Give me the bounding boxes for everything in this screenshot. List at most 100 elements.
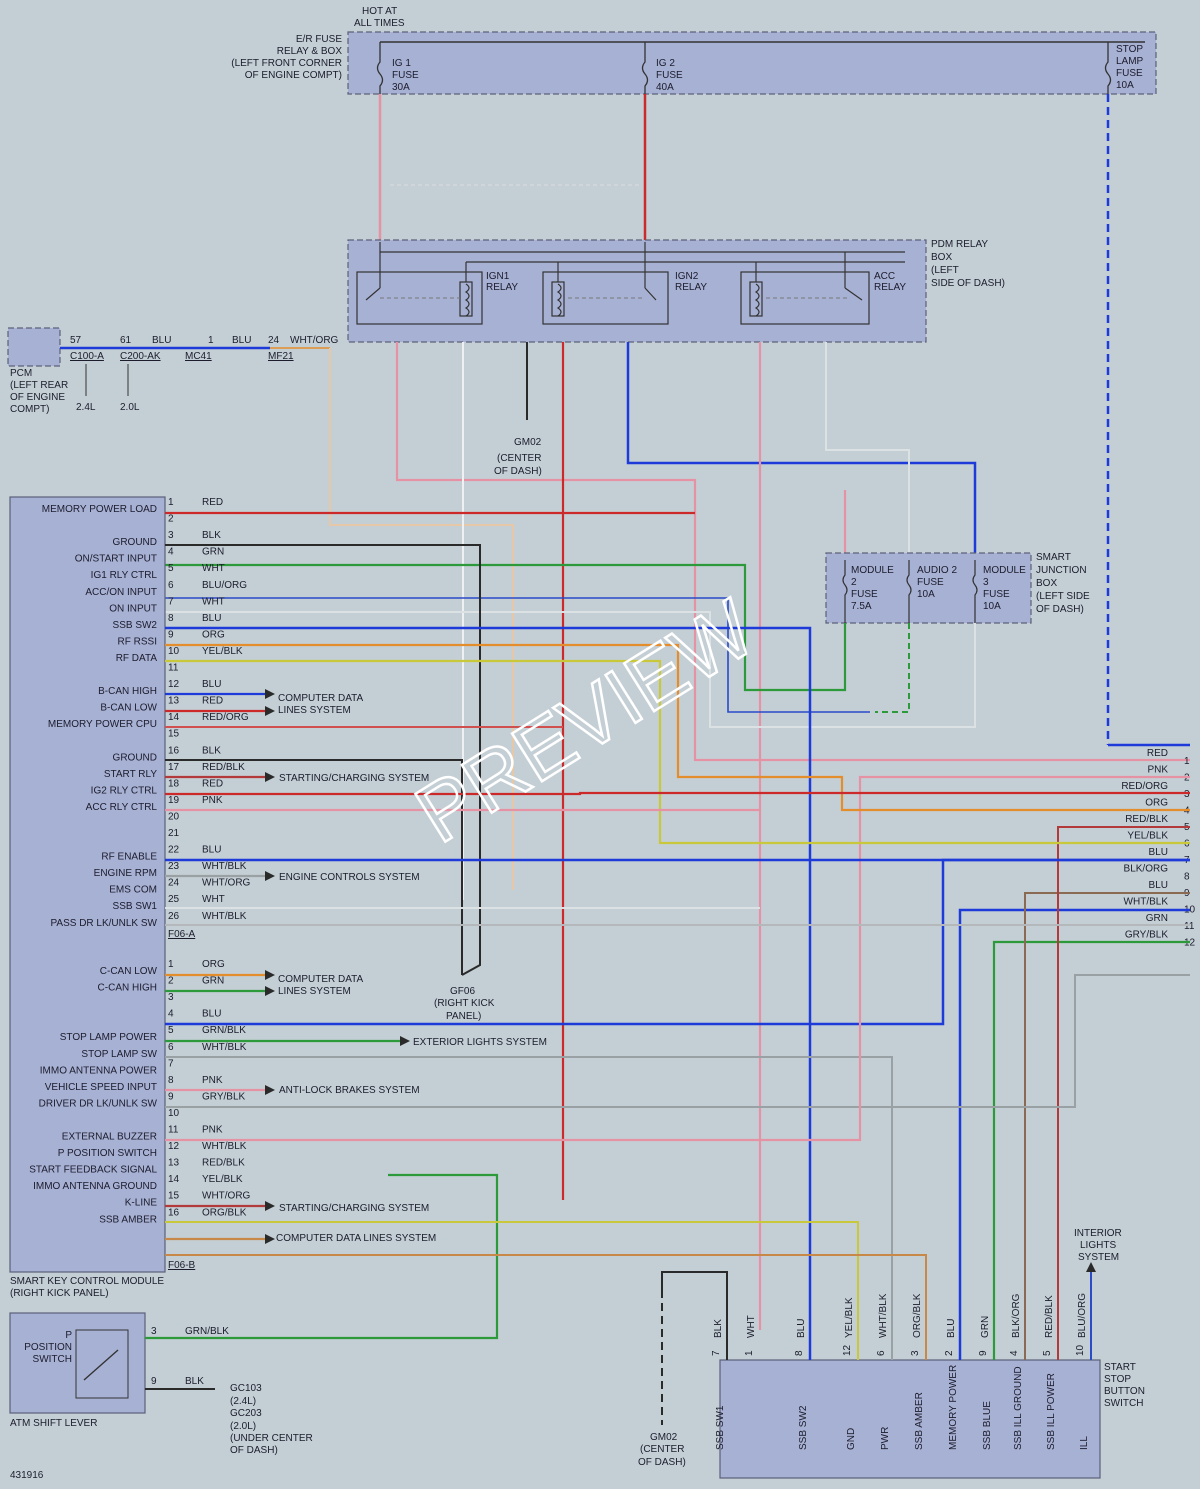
- ign1-label-2: RELAY: [486, 282, 518, 293]
- sjb-title-5: OF DASH): [1036, 604, 1084, 615]
- right-edge-pin-8: BLK/ORG 8: [1124, 864, 1190, 883]
- right-edge-color: BLK/ORG: [1124, 864, 1169, 875]
- pcm-pin-57: 57: [70, 335, 82, 346]
- right-edge-number: 8: [1184, 872, 1190, 883]
- skcm-b-pin-label: K-LINE: [125, 1198, 158, 1209]
- sjb-fuse-audio: AUDIO 2: [917, 565, 957, 576]
- ssb-pin-color: BLU/ORG: [1077, 1293, 1088, 1338]
- wire-org-blk-amber: [165, 1254, 927, 1360]
- wire-blk-ground-3: [165, 544, 481, 976]
- fuse-ig1-name: IG 1: [392, 58, 411, 69]
- right-edge-color: PNK: [1147, 765, 1168, 776]
- skcm-b-pin-label: SSB AMBER: [99, 1214, 157, 1225]
- skcm-b-pin-1: 1C-CAN LOW ORG: [100, 959, 225, 977]
- skcm-b-pin-label: P POSITION SWITCH: [58, 1148, 157, 1159]
- pcm-wht-org: WHT/ORG: [290, 335, 339, 346]
- conn-f06a: F06-A: [168, 929, 196, 940]
- conn-f06b: F06-B: [168, 1260, 196, 1271]
- ssb-pin-function: SSB SW2: [798, 1405, 809, 1450]
- ssb-pin-function: SSB ILL POWER: [1046, 1373, 1057, 1450]
- ssb-pin-color: BLU: [946, 1319, 957, 1338]
- skcm-a-pin-number: 10: [168, 646, 180, 657]
- right-edge-color: BLU: [1149, 880, 1168, 891]
- wire-wht-blk-pwr: [165, 1056, 893, 1360]
- ssb-title-3: BUTTON: [1104, 1386, 1145, 1397]
- ssb-pin-function: SSB BLUE: [982, 1401, 993, 1450]
- skcm-b-pin-label: C-CAN LOW: [100, 966, 158, 977]
- skcm-a-pin-color: RED: [202, 497, 223, 508]
- ssb-pin-number: 9: [978, 1350, 989, 1356]
- skcm-a-pin-label: EMS COM: [109, 885, 157, 896]
- skcm-a-pin-label: ON INPUT: [109, 603, 157, 614]
- skcm-a-pin-label: B-CAN HIGH: [98, 686, 157, 697]
- skcm-a-pin-label: START RLY: [104, 769, 157, 780]
- ssb-pin-color: WHT/BLK: [878, 1293, 889, 1338]
- pdm-title-4: SIDE OF DASH): [931, 278, 1005, 289]
- skcm-b-pin-color: WHT/ORG: [202, 1191, 251, 1202]
- system-starting: STARTING/CHARGING SYSTEM: [279, 773, 429, 784]
- gc-label-6: OF DASH): [230, 1445, 278, 1456]
- skcm-a-pin-label: IG2 RLY CTRL: [91, 785, 158, 796]
- wire-blk-org-ill-gnd: [1024, 892, 1190, 1360]
- ssb-title: START: [1104, 1362, 1136, 1373]
- pcm-title-4: COMPT): [10, 404, 49, 415]
- skcm-b-pin-label: VEHICLE SPEED INPUT: [45, 1082, 157, 1093]
- skcm-a-pin-color: GRN: [202, 547, 224, 558]
- wire-blu-memory: [958, 908, 1190, 1360]
- skcm-a-pin-color: RED: [202, 778, 223, 789]
- ssb-pin-function: PWR: [880, 1427, 891, 1450]
- wire-org-rf-rssi: [165, 643, 1190, 812]
- skcm-a-pin-label: RF RSSI: [118, 636, 157, 647]
- gc-label-2: (2.4L): [230, 1396, 256, 1407]
- sjb-title-3: BOX: [1036, 578, 1057, 589]
- skcm-a-pin-number: 5: [168, 563, 174, 574]
- pcm-24l: 2.4L: [76, 402, 96, 413]
- skcm-b-pin-color: ORG/BLK: [202, 1207, 247, 1218]
- skcm-b-pin-number: 8: [168, 1075, 174, 1086]
- skcm-title-2: (RIGHT KICK PANEL): [10, 1288, 109, 1299]
- right-edge-color: GRY/BLK: [1125, 930, 1168, 941]
- sjb-title-2: JUNCTION: [1036, 565, 1087, 576]
- skcm-a-pin-color: WHT/ORG: [202, 878, 251, 889]
- fuse-ig1-rating: 30A: [392, 82, 410, 93]
- pdm-title-2: BOX: [931, 252, 952, 263]
- skcm-b-pin-label: EXTERNAL BUZZER: [62, 1132, 157, 1143]
- skcm-a-pin-label: ACC RLY CTRL: [86, 802, 158, 813]
- system-interior-lights: INTERIOR: [1074, 1228, 1122, 1239]
- ssb-pin-number: 1: [744, 1350, 755, 1356]
- hot-at-label-2: ALL TIMES: [354, 18, 405, 29]
- skcm-b-pin-number: 9: [168, 1091, 174, 1102]
- skcm-b-pin-color: WHT/BLK: [202, 1141, 247, 1152]
- skcm-a-pin-label: MEMORY POWER LOAD: [42, 504, 157, 515]
- acc-label: ACC: [874, 271, 895, 282]
- skcm-a-pin-number: 18: [168, 778, 180, 789]
- ssb-pin-number: 4: [1009, 1350, 1020, 1356]
- er-fuse-title-4: OF ENGINE COMPT): [245, 70, 342, 81]
- skcm-b-pin-label: STOP LAMP SW: [81, 1049, 157, 1060]
- right-edge-color: RED: [1147, 748, 1168, 759]
- skcm-b-pin-3: 3: [168, 992, 174, 1003]
- system-computer-data-b: COMPUTER DATA: [278, 974, 364, 985]
- skcm-b-pin-number: 7: [168, 1058, 174, 1069]
- skcm-b-pin-color: ORG: [202, 959, 225, 970]
- skcm-a-pin-number: 6: [168, 580, 174, 591]
- skcm-b-pin-color: WHT/BLK: [202, 1042, 247, 1053]
- skcm-b-pin-number: 1: [168, 959, 174, 970]
- ssb-pin-number: 10: [1075, 1344, 1086, 1356]
- ssb-pin-color: YEL/BLK: [844, 1297, 855, 1338]
- skcm-b-pin-number: 15: [168, 1191, 180, 1202]
- pcm-blu: BLU: [152, 335, 171, 346]
- ssb-pin-function: ILL: [1079, 1436, 1090, 1450]
- skcm-a-pin-color: WHT: [202, 596, 225, 607]
- system-interior-lights-3: SYSTEM: [1078, 1252, 1119, 1263]
- gm02-label: GM02: [514, 437, 542, 448]
